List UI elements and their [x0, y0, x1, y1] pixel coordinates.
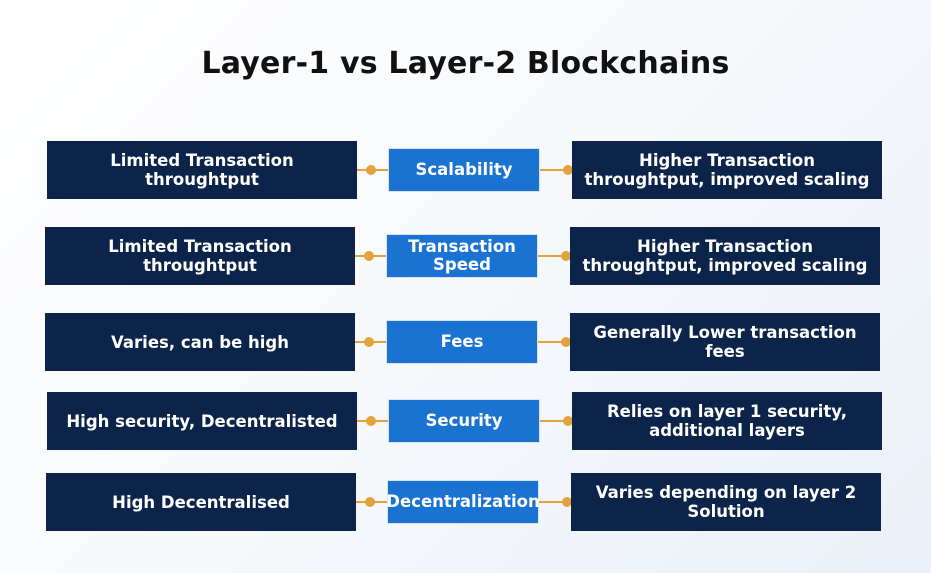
aspect-label: Decentralization: [386, 492, 540, 511]
layer1-box: High Decentralised: [46, 473, 356, 531]
layer2-text: Varies depending on layer 2 Solution: [595, 483, 857, 521]
diagram-title: Layer-1 vs Layer-2 Blockchains: [201, 46, 730, 81]
aspect-label: Security: [425, 411, 503, 430]
connector-line: [539, 501, 571, 503]
layer1-box: Limited Transaction throughtput: [45, 227, 355, 285]
connector-dot: [562, 497, 572, 507]
connector-dot: [561, 337, 571, 347]
comparison-row: Varies, can be high Fees Generally Lower…: [0, 313, 929, 371]
layer2-box: Relies on layer 1 security, additional l…: [572, 392, 882, 450]
connector-dot: [364, 251, 374, 261]
aspect-label: Fees: [440, 332, 484, 351]
layer1-box: Limited Transaction throughtput: [47, 141, 357, 199]
aspect-box: Decentralization: [386, 480, 540, 524]
layer1-text: Varies, can be high: [111, 332, 289, 352]
connector-dot: [366, 416, 376, 426]
connector-dot: [563, 165, 573, 175]
layer1-text: Limited Transaction throughtput: [110, 151, 294, 189]
connector-dot: [366, 165, 376, 175]
connector-dot: [561, 251, 571, 261]
connector-line: [538, 341, 570, 343]
connector-line: [538, 255, 570, 257]
aspect-box: Security: [388, 399, 540, 443]
layer2-text: Higher Transaction throughtput, improved…: [584, 151, 870, 189]
layer2-box: Higher Transaction throughtput, improved…: [570, 227, 880, 285]
connector-line: [540, 420, 572, 422]
comparison-row: Limited Transaction throughtput Transact…: [0, 227, 929, 285]
layer2-box: Higher Transaction throughtput, improved…: [572, 141, 882, 199]
layer2-text: Higher Transaction throughtput, improved…: [582, 237, 868, 275]
connector-dot: [563, 416, 573, 426]
connector-dot: [365, 497, 375, 507]
comparison-row: High security, Decentralisted Security R…: [0, 392, 931, 450]
layer1-text: High security, Decentralisted: [66, 411, 338, 431]
layer1-text: High Decentralised: [112, 492, 290, 512]
layer1-box: High security, Decentralisted: [47, 392, 357, 450]
layer2-text: Generally Lower transaction fees: [593, 323, 857, 361]
layer2-text: Relies on layer 1 security, additional l…: [606, 402, 848, 440]
comparison-row: Limited Transaction throughtput Scalabil…: [0, 141, 931, 199]
comparison-row: High Decentralised Decentralization Vari…: [0, 473, 930, 531]
layer1-text: Limited Transaction throughtput: [108, 237, 292, 275]
aspect-box: Fees: [386, 320, 538, 364]
aspect-box: Transaction Speed: [386, 234, 538, 278]
aspect-box: Scalability: [388, 148, 540, 192]
connector-line: [540, 169, 572, 171]
layer1-box: Varies, can be high: [45, 313, 355, 371]
layer2-box: Varies depending on layer 2 Solution: [571, 473, 881, 531]
aspect-label: Transaction Speed: [408, 237, 516, 274]
layer2-box: Generally Lower transaction fees: [570, 313, 880, 371]
aspect-label: Scalability: [415, 160, 513, 179]
connector-dot: [364, 337, 374, 347]
